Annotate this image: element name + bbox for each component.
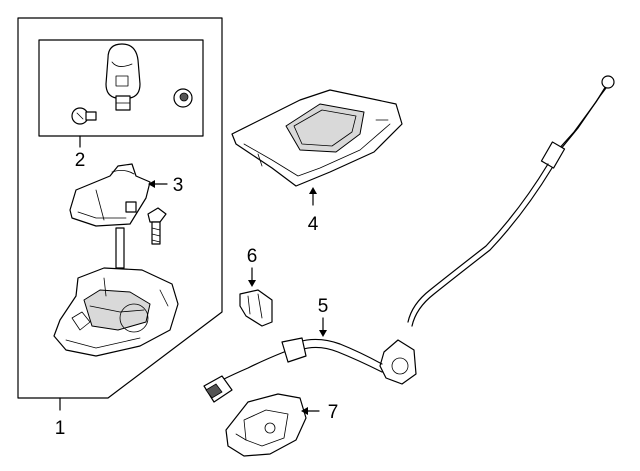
arrow-6 (248, 280, 256, 287)
cable-bracket-part (239, 289, 273, 327)
shift-knob-part (105, 43, 141, 111)
callout-1: 1 (55, 418, 66, 439)
kit-pin-part (71, 107, 97, 125)
shifter-cover-part (69, 163, 151, 227)
callout-4: 4 (308, 214, 319, 235)
shifter-mechanism-part (53, 227, 179, 357)
arrow-7 (301, 407, 308, 415)
arrow-4 (309, 187, 317, 194)
bolt-part (147, 207, 167, 245)
mounting-bracket-part (225, 393, 307, 457)
callout-leaders (148, 180, 327, 415)
callout-6: 6 (247, 246, 258, 267)
arrow-3 (148, 180, 155, 188)
console-bezel-part (231, 89, 403, 187)
callout-3: 3 (173, 175, 184, 196)
callout-labels: 1 2 3 4 5 6 7 (55, 150, 339, 439)
kit-button-part (173, 88, 193, 108)
arrow-5 (319, 330, 327, 337)
assembly-frame (17, 17, 223, 411)
knob-kit-box (38, 39, 204, 148)
callout-7: 7 (328, 402, 339, 423)
callout-2: 2 (75, 150, 86, 171)
callout-5: 5 (318, 296, 329, 317)
shift-cable-part (203, 75, 615, 403)
